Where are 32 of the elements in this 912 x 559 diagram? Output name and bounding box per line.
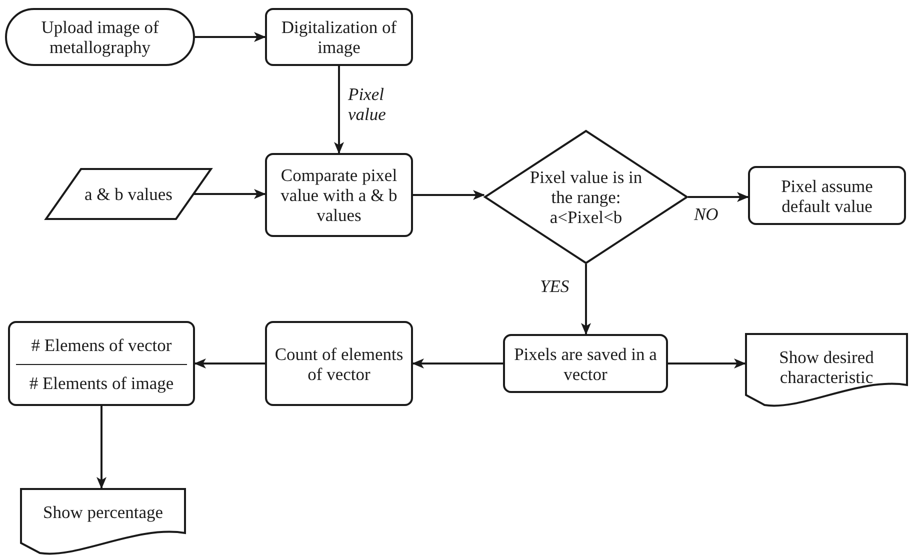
process-box bbox=[265, 153, 413, 237]
arrow bbox=[413, 190, 485, 200]
arrow bbox=[194, 358, 265, 368]
process-box bbox=[265, 321, 413, 406]
document-shape bbox=[745, 333, 908, 407]
arrow bbox=[195, 32, 266, 42]
node-text: Comparate pixel value with a & b values bbox=[280, 165, 398, 225]
arrow bbox=[581, 264, 591, 335]
document-shape bbox=[20, 488, 186, 555]
process-box bbox=[265, 8, 413, 66]
process-box bbox=[503, 334, 668, 393]
arrow bbox=[334, 66, 344, 154]
node-text: a & b values bbox=[84, 184, 172, 204]
arrow bbox=[194, 189, 266, 199]
node-text: # Elemens of vector bbox=[31, 334, 172, 354]
decision-diamond bbox=[484, 130, 688, 264]
node-text: Upload image of metallography bbox=[40, 17, 160, 57]
node-text: Show desired characteristic bbox=[778, 347, 875, 387]
node-text: # Elements of image bbox=[29, 372, 174, 392]
node-text: Pixel value is in the range: a<Pixel<b bbox=[528, 167, 644, 227]
node-text: Digitalization of image bbox=[280, 17, 398, 57]
input-parallelogram bbox=[45, 168, 212, 220]
node-text: Show percentage bbox=[42, 502, 164, 522]
node-text: Count of elements of vector bbox=[274, 344, 404, 384]
process-box bbox=[748, 166, 906, 225]
arrow bbox=[96, 406, 106, 489]
arrow bbox=[688, 192, 749, 202]
fraction-box bbox=[8, 321, 195, 406]
arrow bbox=[668, 358, 746, 368]
arrow bbox=[412, 358, 503, 368]
node-text: Pixels are saved in a vector bbox=[513, 344, 658, 384]
node-text: Pixel assume default value bbox=[780, 176, 874, 216]
